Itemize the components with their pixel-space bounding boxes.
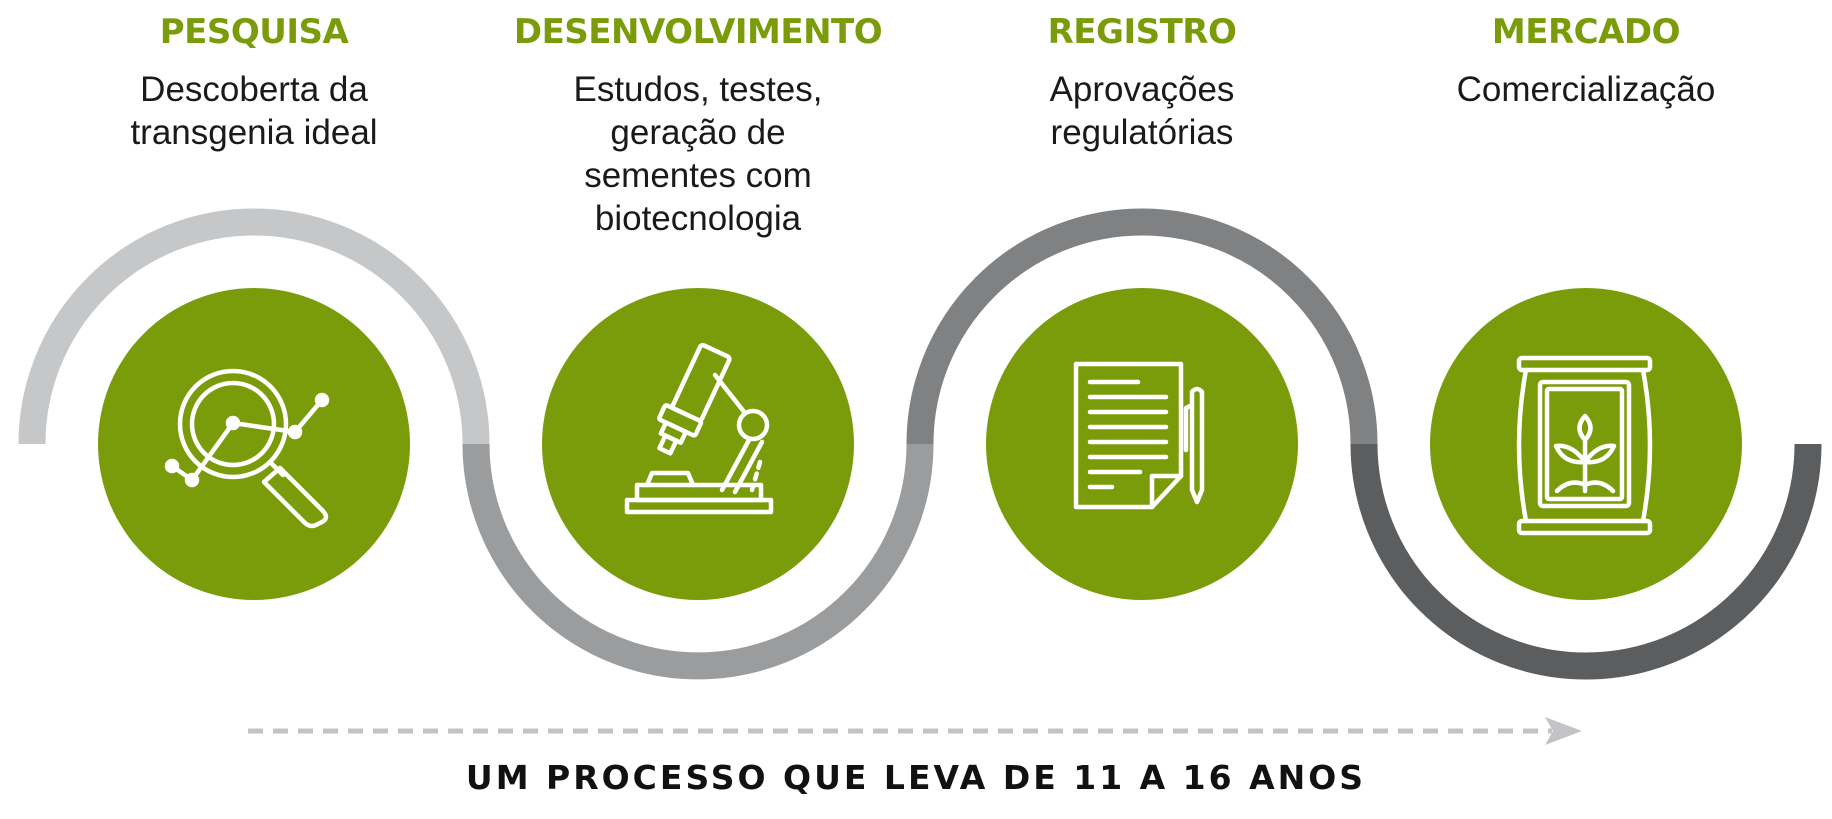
seed-bag-icon xyxy=(1516,355,1653,536)
magnifier-analytics-icon xyxy=(164,368,330,529)
stage-title-pesquisa: PESQUISA xyxy=(159,12,349,52)
stage-desc-line: Estudos, testes, xyxy=(573,70,823,109)
circle-pesquisa xyxy=(98,288,410,600)
stage-title-mercado: MERCADO xyxy=(1491,12,1681,52)
stage-title-desenvolvimento: DESENVOLVIMENTO xyxy=(513,12,883,52)
stage-desc-line: transgenia ideal xyxy=(130,113,378,152)
stage-desc-registro: Aprovações regulatórias xyxy=(882,68,1402,154)
stage-desc-pesquisa: Descoberta da transgenia ideal xyxy=(0,68,514,154)
circle-desenvolvimento xyxy=(542,288,854,600)
stage-desc-line: Aprovações xyxy=(1049,70,1235,109)
stage-desc-line: regulatórias xyxy=(1050,113,1234,152)
arc-pesquisa xyxy=(18,208,490,445)
timeline-arrow-head xyxy=(1545,717,1582,745)
stage-desc-line: Descoberta da xyxy=(140,70,368,109)
microscope-icon xyxy=(624,342,774,515)
stage-desc-line: Comercialização xyxy=(1456,70,1716,109)
stage-desc-line: sementes com xyxy=(584,156,812,195)
document-pen-icon xyxy=(1073,361,1205,510)
stage-desc-desenvolvimento: Estudos, testes, geração de sementes com… xyxy=(438,68,958,240)
stage-desc-mercado: Comercialização xyxy=(1326,68,1832,111)
stage-title-registro: REGISTRO xyxy=(1047,12,1237,52)
arc-registro xyxy=(906,208,1378,445)
stage-desc-line: biotecnologia xyxy=(594,199,802,238)
arc-mercado xyxy=(1350,443,1822,680)
arc-desenvolvimento xyxy=(462,443,934,680)
stage-desc-line: geração de xyxy=(610,113,786,152)
process-duration-caption: UM PROCESSO QUE LEVA DE 11 A 16 ANOS xyxy=(465,758,1367,797)
